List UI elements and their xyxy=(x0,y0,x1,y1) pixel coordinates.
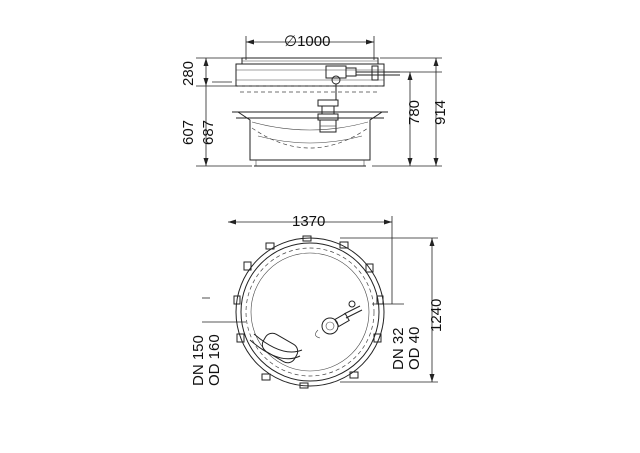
height-dimension: 1240 xyxy=(340,237,445,383)
pump-assembly xyxy=(317,99,339,133)
left-dimensions: 280 607 687 xyxy=(180,57,252,167)
dim-687: 687 xyxy=(200,120,217,145)
tank-body xyxy=(232,111,388,167)
dim-914: 914 xyxy=(432,100,449,125)
dim-280: 280 xyxy=(180,61,197,86)
outlet-fitting xyxy=(325,65,400,100)
pump-top: DN 32 OD 40 xyxy=(315,300,423,370)
diameter-label: ∅1000 xyxy=(284,33,330,50)
inlet-od: OD 160 xyxy=(206,334,223,386)
width-label: 1370 xyxy=(292,213,325,230)
outlet-dn: DN 32 xyxy=(390,327,407,370)
side-view: ∅1000 xyxy=(180,33,449,167)
dim-607: 607 xyxy=(180,120,197,145)
right-dimensions: 780 914 xyxy=(372,57,449,167)
height-label: 1240 xyxy=(428,299,445,332)
tank-top-outline xyxy=(233,235,385,389)
diameter-dimension: ∅1000 xyxy=(245,33,375,60)
dim-780: 780 xyxy=(406,100,423,125)
top-view: 1370 1240 xyxy=(190,213,445,389)
outlet-od: OD 40 xyxy=(406,327,423,370)
inlet-port: DN 150 OD 160 xyxy=(190,297,303,386)
tank-lid xyxy=(235,57,385,93)
inlet-dn: DN 150 xyxy=(190,335,207,386)
width-dimension: 1370 xyxy=(228,213,393,304)
